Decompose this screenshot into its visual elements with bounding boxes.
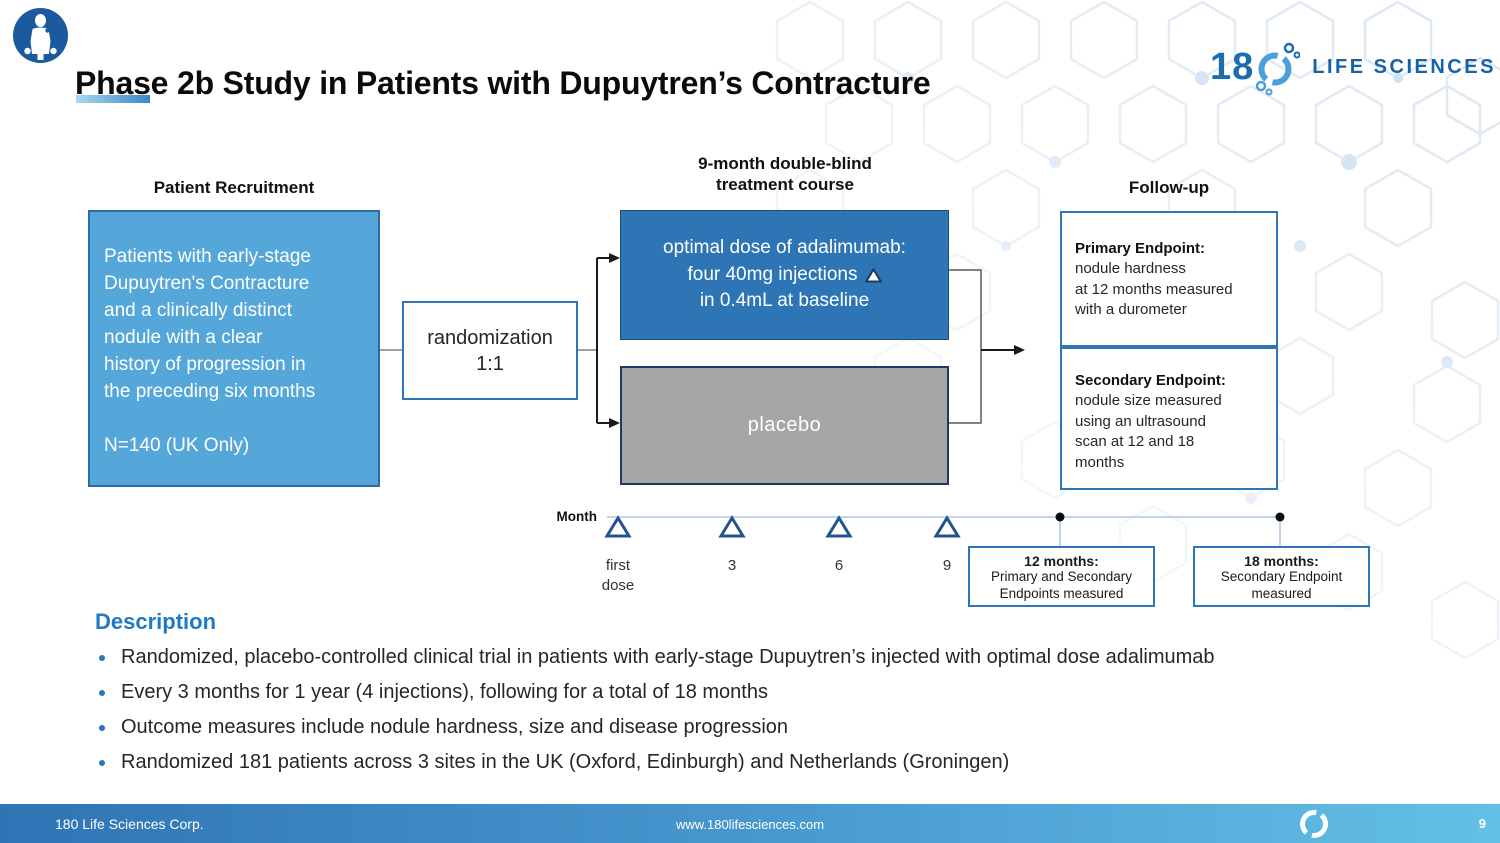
logo-number: 18: [1210, 45, 1255, 88]
placebo-label: placebo: [747, 414, 822, 436]
milestone-12-box: 12 months: Primary and Secondary Endpoin…: [968, 546, 1155, 607]
description-bullet: Outcome measures include nodule hardness…: [95, 716, 1485, 739]
footer-logo-icon: [1300, 810, 1328, 838]
randomization-box: randomization 1:1: [402, 301, 578, 400]
followup-header: Follow-up: [1128, 178, 1210, 197]
milestone-18-text: Secondary Endpoint measured: [1220, 569, 1343, 601]
page-title: Phase 2b Study in Patients with Dupuytre…: [75, 65, 931, 102]
bullet-text: Outcome measures include nodule hardness…: [121, 716, 789, 738]
recruitment-box: Patients with early-stage Dupuytren's Co…: [88, 210, 380, 487]
footer-website: www.180lifesciences.com: [675, 817, 825, 832]
adalimumab-line3: in 0.4mL at baseline: [699, 290, 870, 312]
treatment-header: 9-month double-blind treatment course: [698, 154, 872, 195]
logo-name: LIFE SCIENCES: [1312, 55, 1496, 78]
patient-icon: [13, 8, 68, 68]
description-heading: Description: [95, 609, 217, 634]
description-list: Randomized, placebo-controlled clinical …: [95, 646, 1485, 786]
footer-company: 180 Life Sciences Corp.: [55, 816, 204, 832]
randomization-label: randomization: [427, 326, 553, 349]
primary-endpoint-box: Primary Endpoint: nodule hardness at 12 …: [1060, 211, 1278, 347]
title-underline: [76, 95, 150, 103]
adalimumab-box: optimal dose of adalimumab: four 40mg in…: [620, 210, 949, 340]
primary-endpoint-text: nodule hardness at 12 months measured wi…: [1075, 260, 1233, 319]
recruitment-header: Patient Recruitment: [153, 178, 315, 197]
company-logo: 18 LIFE SCIENCES: [1210, 38, 1496, 96]
bullet-icon: [99, 760, 105, 766]
placebo-box: placebo: [620, 366, 949, 485]
injection-triangle-icon: [864, 267, 882, 282]
page-number: 9: [1478, 816, 1486, 831]
tick-label-first-dose: first dose: [601, 557, 635, 594]
bullet-icon: [99, 655, 105, 661]
adalimumab-line2: four 40mg injections: [687, 263, 858, 285]
milestone-12-title: 12 months:: [1024, 553, 1099, 569]
primary-endpoint-title: Primary Endpoint:: [1075, 240, 1206, 257]
footer-bar: 180 Life Sciences Corp. www.180lifescien…: [0, 804, 1500, 843]
arrowhead-to-placebo: [609, 418, 620, 428]
recruitment-sample-size: N=140 (UK Only): [104, 434, 250, 456]
bullet-icon: [99, 690, 105, 696]
milestone-18-title: 18 months:: [1244, 553, 1319, 569]
arrowhead-to-adalimumab: [609, 253, 620, 263]
bullet-text: Every 3 months for 1 year (4 injections)…: [121, 681, 768, 703]
injection-marker-triangle: [604, 515, 632, 538]
milestone-12-text: Primary and Secondary Endpoints measured: [990, 569, 1133, 601]
bullet-icon: [99, 725, 105, 731]
secondary-endpoint-box: Secondary Endpoint: nodule size measured…: [1060, 347, 1278, 490]
description-bullet: Randomized, placebo-controlled clinical …: [95, 646, 1485, 669]
description-bullet: Every 3 months for 1 year (4 injections)…: [95, 681, 1485, 704]
secondary-endpoint-text: nodule size measured using an ultrasound…: [1075, 392, 1222, 471]
timeline-axis-label: Month: [556, 509, 597, 524]
milestone-18-box: 18 months: Secondary Endpoint measured: [1193, 546, 1370, 607]
logo-swoosh-icon: [1256, 42, 1301, 96]
tick-label-6: 6: [834, 557, 844, 574]
recruitment-text: Patients with early-stage Dupuytren's Co…: [104, 246, 316, 402]
tick-label-9: 9: [942, 557, 952, 574]
bullet-text: Randomized, placebo-controlled clinical …: [121, 646, 1215, 668]
bullet-text: Randomized 181 patients across 3 sites i…: [121, 751, 1010, 773]
tick-label-3: 3: [727, 557, 737, 574]
description-bullet: Randomized 181 patients across 3 sites i…: [95, 751, 1485, 774]
adalimumab-line1: optimal dose of adalimumab:: [663, 236, 906, 258]
randomization-ratio: 1:1: [476, 352, 504, 375]
secondary-endpoint-title: Secondary Endpoint:: [1075, 372, 1226, 389]
